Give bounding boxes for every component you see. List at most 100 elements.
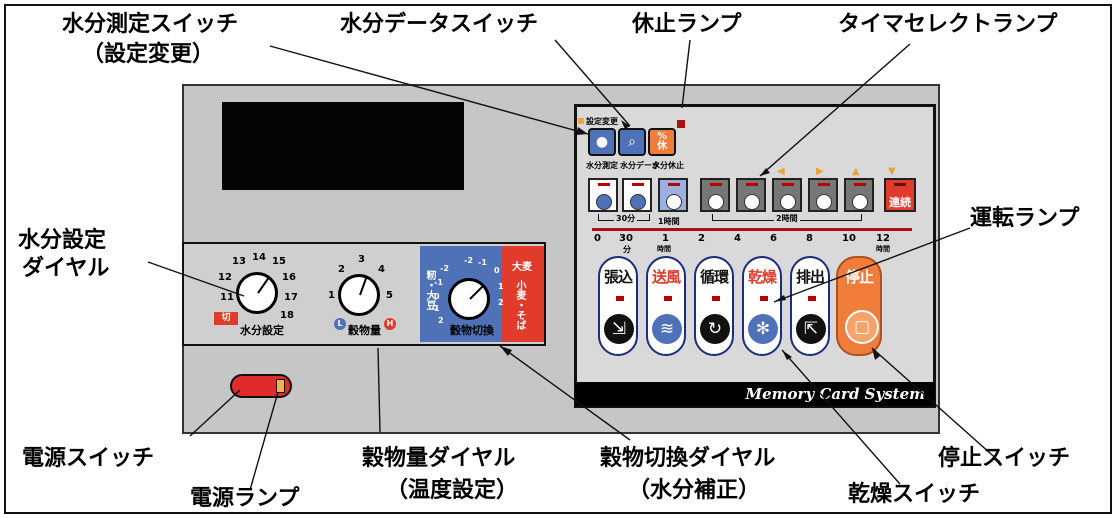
grain-right-tick: 1 bbox=[498, 282, 504, 291]
timer-select-lamp[interactable] bbox=[658, 178, 688, 212]
moisture-dial-label: 水分設定 bbox=[240, 324, 284, 337]
leader-dry-switch bbox=[781, 349, 901, 485]
timer-select-lamp[interactable] bbox=[844, 178, 874, 212]
grain-top-group-label: 大麦 bbox=[512, 262, 532, 273]
callout-power-lamp: 電源ランプ bbox=[190, 486, 300, 511]
amount-tick: 3 bbox=[358, 254, 365, 265]
arrow-right-icon: ▶ bbox=[816, 166, 824, 177]
grain-left-tick: -2 bbox=[440, 264, 449, 273]
callout-power-switch: 電源スイッチ bbox=[22, 446, 155, 471]
amount-tick: 4 bbox=[378, 264, 385, 275]
arrow-left-icon: ◀ bbox=[777, 166, 785, 177]
timer-select-lamp[interactable] bbox=[772, 178, 802, 212]
stop-button[interactable]: 停止▢ bbox=[836, 256, 882, 356]
dry-gear-icon: ✻ bbox=[748, 314, 778, 344]
callout-grain-amount-dial: 穀物量ダイヤル bbox=[362, 446, 516, 471]
circulate-lamp bbox=[712, 296, 720, 301]
moisture-pause-switch[interactable]: % 休 bbox=[648, 128, 676, 156]
callout-grain-amount-dial-sub: （温度設定） bbox=[386, 478, 519, 503]
moisture-tick: 15 bbox=[272, 256, 286, 267]
moisture-tick: 18 bbox=[280, 310, 294, 321]
arrowhead bbox=[774, 295, 786, 302]
arrow-down-icon: ▼ bbox=[888, 166, 896, 177]
scale-tick: 1 bbox=[662, 233, 669, 244]
leader-run-lamp bbox=[773, 227, 971, 303]
grain-left-tick: 2 bbox=[438, 316, 444, 325]
timer-select-lamp[interactable] bbox=[808, 178, 838, 212]
grain-switch-red-plate bbox=[502, 246, 544, 342]
amount-tick: 2 bbox=[338, 264, 345, 275]
leader-power-lamp bbox=[249, 391, 279, 491]
grain-switch-dial[interactable] bbox=[448, 278, 490, 320]
moisture-tick: 14 bbox=[252, 252, 266, 263]
circulate-icon: ↻ bbox=[700, 314, 730, 344]
fan-icon: ≋ bbox=[652, 314, 682, 344]
brand-label: Memory Card System bbox=[575, 382, 935, 406]
leader-moisture-data bbox=[554, 39, 631, 127]
grain-right-tick: -2 bbox=[464, 256, 473, 265]
arrowhead bbox=[782, 350, 792, 360]
grain-right-group-label: 小麦・そば bbox=[514, 280, 525, 330]
run-lamp bbox=[760, 296, 768, 301]
scale-tick: 12 bbox=[876, 233, 890, 244]
scale-tick: 30 bbox=[619, 233, 633, 244]
blow-button[interactable]: 送風 ≋ bbox=[646, 256, 686, 356]
grain-switch-dial-label: 穀物切換 bbox=[450, 324, 494, 337]
discharge-button[interactable]: 排出⇱ bbox=[790, 256, 830, 356]
continuous-label: 連続 bbox=[889, 196, 911, 209]
water-drop-icon: ● bbox=[595, 134, 609, 150]
load-button-label: 張込 bbox=[603, 268, 633, 286]
power-lamp bbox=[276, 379, 285, 393]
grain-right-tick: 0 bbox=[494, 266, 500, 275]
circulate-button[interactable]: 循環 ↻ bbox=[694, 256, 734, 356]
setting-change-label: 設定変更 bbox=[586, 117, 618, 126]
key-label-moisture-data: 水分データ bbox=[620, 161, 660, 170]
callout-moisture-measure-switch-sub: （設定変更） bbox=[82, 42, 215, 67]
circulate-button-label: 循環 bbox=[699, 268, 729, 286]
load-button[interactable]: 張込 ⇲ bbox=[598, 256, 638, 356]
amount-tick: 5 bbox=[386, 290, 393, 301]
callout-timer-select-lamp: タイマセレクトランプ bbox=[838, 12, 1058, 37]
leader-timer-select bbox=[759, 43, 911, 177]
grain-amount-dial[interactable] bbox=[338, 274, 380, 316]
callout-dry-switch: 乾燥スイッチ bbox=[848, 482, 981, 507]
callout-stop-switch: 停止スイッチ bbox=[938, 446, 1071, 471]
callout-moisture-dial: 水分設定 bbox=[18, 228, 107, 253]
callout-run-lamp: 運転ランプ bbox=[970, 206, 1080, 231]
timer-select-lamp[interactable] bbox=[622, 178, 652, 212]
moisture-tick: 11 bbox=[220, 292, 234, 303]
group-label-2h: 2時間 bbox=[774, 213, 800, 224]
continuous-button[interactable]: 連続 bbox=[884, 178, 916, 212]
discharge-button-label: 排出 bbox=[795, 268, 825, 286]
timer-select-lamp[interactable] bbox=[736, 178, 766, 212]
moisture-measure-switch[interactable]: ● bbox=[588, 128, 616, 156]
pause-icon-percent: % bbox=[656, 131, 668, 142]
grain-left-tick: 1 bbox=[434, 304, 440, 313]
moisture-tick: 17 bbox=[284, 292, 298, 303]
scale-tick: 0 bbox=[594, 233, 601, 244]
moisture-data-switch[interactable]: ⌕ bbox=[618, 128, 646, 156]
arrowhead bbox=[621, 120, 630, 129]
scale-tick: 6 bbox=[770, 233, 777, 244]
blow-button-label: 送風 bbox=[651, 268, 681, 286]
leader-moisture-dial bbox=[147, 261, 245, 297]
scale-tick: 2 bbox=[698, 233, 705, 244]
amount-dial-label: 穀物量 bbox=[348, 324, 381, 337]
leader-pause-lamp bbox=[681, 39, 691, 109]
load-lamp bbox=[616, 296, 624, 301]
arrowhead bbox=[500, 346, 512, 356]
leader-grain-switch bbox=[499, 345, 631, 441]
moisture-tick: 12 bbox=[218, 272, 232, 283]
timer-select-lamp[interactable] bbox=[588, 178, 618, 212]
load-icon: ⇲ bbox=[604, 314, 634, 344]
scale-tick: 8 bbox=[806, 233, 813, 244]
grain-left-tick: 0 bbox=[434, 292, 440, 301]
dry-button[interactable]: 乾燥✻ bbox=[742, 256, 782, 356]
pause-icon-kanji: 休 bbox=[657, 141, 667, 152]
callout-moisture-data-switch: 水分データスイッチ bbox=[340, 12, 539, 37]
key-label-moisture-measure: 水分測定 bbox=[586, 161, 618, 170]
moisture-off-badge: 切 bbox=[214, 312, 238, 325]
timer-select-lamp[interactable] bbox=[700, 178, 730, 212]
callout-pause-lamp: 休止ランプ bbox=[632, 12, 742, 37]
